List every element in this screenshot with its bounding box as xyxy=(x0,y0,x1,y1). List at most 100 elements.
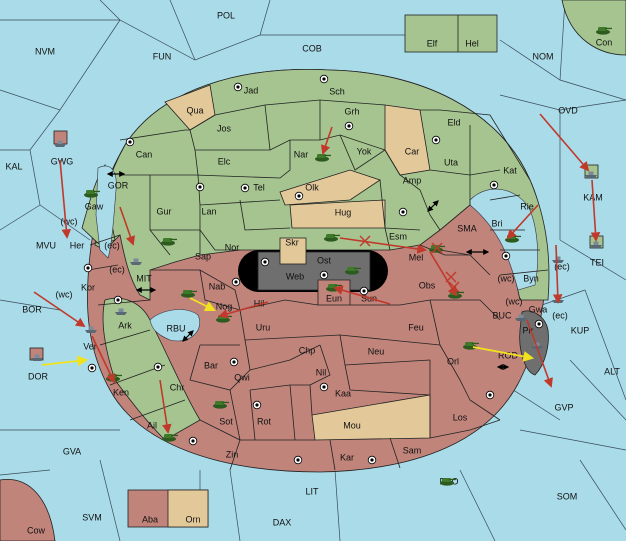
label-rot: Rot xyxy=(257,416,272,426)
tag-byn-ec: (ec) xyxy=(554,261,570,271)
label-ovd: OVD xyxy=(558,105,578,115)
label-kal: KAL xyxy=(5,161,22,171)
coast-tags: (wc) (ec) (ec) (wc) (wc) (ec) (wc) (ec) xyxy=(56,216,570,320)
region-elf-hel-box xyxy=(404,14,498,53)
label-nom: NOM xyxy=(533,51,554,61)
label-cob: COB xyxy=(302,43,322,53)
label-svm: SVM xyxy=(82,512,102,522)
red-arrow-icon xyxy=(91,335,116,384)
label-nog: Nog xyxy=(216,301,233,311)
label-hil: Hil xyxy=(254,298,265,308)
label-ail: Ail xyxy=(147,420,157,430)
label-lan: Lan xyxy=(201,206,216,216)
label-ver: Ver xyxy=(83,341,97,351)
label-sap: Sap xyxy=(195,251,211,261)
red-arrow-icon xyxy=(333,285,391,305)
tag-gwa-wc: (wc) xyxy=(506,296,523,306)
label-nil: Nil xyxy=(316,367,327,377)
region-olk[interactable] xyxy=(279,169,381,206)
label-tel: Tel xyxy=(253,182,265,192)
label-jad: Jad xyxy=(244,85,259,95)
tag-kor-ec: (ec) xyxy=(109,264,125,274)
label-cow: Cow xyxy=(27,525,46,535)
red-arrow-icon xyxy=(590,179,601,242)
label-uru: Uru xyxy=(256,322,271,332)
label-rbu: RBU xyxy=(166,323,185,333)
label-qwi: Qwi xyxy=(234,372,250,382)
supply-center-icon xyxy=(319,270,329,280)
label-ost: Ost xyxy=(317,255,332,265)
label-neu: Neu xyxy=(368,346,385,356)
supply-center-icon xyxy=(83,263,93,273)
label-gwg: GWG xyxy=(51,156,74,166)
supply-center-icon xyxy=(319,74,329,84)
label-sam: Sam xyxy=(403,445,422,455)
yellow-arrow-icon xyxy=(189,297,216,311)
label-kaa: Kaa xyxy=(335,388,351,398)
label-mou: Mou xyxy=(343,420,361,430)
sea-labels: POL NVM FUN COB NOM OVD KAL GOR MVU MIT … xyxy=(5,10,620,527)
region-orn[interactable] xyxy=(167,489,209,528)
tag-gwa-ec: (ec) xyxy=(552,310,568,320)
label-eld: Eld xyxy=(447,117,460,127)
red-arrow-icon xyxy=(59,159,72,239)
label-grh: Grh xyxy=(344,106,359,116)
label-tei: TEI xyxy=(590,257,604,267)
red-arrow-icon xyxy=(552,244,563,304)
label-zin: Zin xyxy=(226,449,239,459)
support-orders xyxy=(41,297,535,367)
label-gva: GVA xyxy=(63,446,81,456)
supply-center-icon xyxy=(153,362,163,372)
supply-center-icon xyxy=(188,436,198,446)
continent-green-sw xyxy=(102,297,201,441)
supply-center-icon xyxy=(489,180,499,190)
label-yok: Yok xyxy=(357,146,372,156)
tag-her-wc: (wc) xyxy=(61,216,78,226)
label-olk: Olk xyxy=(305,182,319,192)
label-feu: Feu xyxy=(408,322,424,332)
supply-center-icon xyxy=(294,191,304,201)
label-mvu: MVU xyxy=(36,240,56,250)
supply-center-icon xyxy=(367,455,377,465)
sea-connections xyxy=(106,171,510,370)
label-bri: Bri xyxy=(492,218,503,228)
red-arrow-icon xyxy=(320,126,333,155)
yellow-arrow-icon xyxy=(41,355,89,367)
supply-center-icon xyxy=(485,390,495,400)
label-mel: Mel xyxy=(409,252,424,262)
label-obs: Obs xyxy=(419,280,436,290)
failed-order-marks xyxy=(359,235,460,293)
supply-center-icon xyxy=(252,400,262,410)
red-arrow-icon xyxy=(506,204,539,240)
label-pol: POL xyxy=(217,10,235,20)
label-elc: Elc xyxy=(218,156,231,166)
label-rod: ROD xyxy=(498,350,519,360)
label-kor: Kor xyxy=(81,282,95,292)
label-web: Web xyxy=(286,271,304,281)
supply-center-icon xyxy=(534,319,544,329)
label-kup: KUP xyxy=(571,325,590,335)
region-car[interactable] xyxy=(384,104,431,176)
supply-center-icon xyxy=(344,121,354,131)
supply-center-icon xyxy=(359,286,369,296)
region-skr[interactable] xyxy=(279,237,307,265)
red-arrow-icon xyxy=(539,113,590,172)
supply-center-icon xyxy=(231,277,241,287)
label-orl: Orl xyxy=(447,356,459,366)
label-kat: Kat xyxy=(503,165,517,175)
supply-center-icon xyxy=(125,137,135,147)
tag-kor-wc: (wc) xyxy=(56,289,73,299)
label-gvp: GVP xyxy=(554,402,573,412)
label-dax: DAX xyxy=(273,517,292,527)
label-pir: Pir xyxy=(523,325,534,335)
red-arrow-icon xyxy=(429,251,457,297)
label-chr: Chr xyxy=(170,382,185,392)
label-nvm: NVM xyxy=(35,46,55,56)
label-bor: BOR xyxy=(22,304,42,314)
label-fun: FUN xyxy=(153,51,172,61)
label-buc: BUC xyxy=(492,310,512,320)
supply-center-icon xyxy=(260,257,270,267)
label-nor: Nor xyxy=(225,242,240,252)
label-mit: MIT xyxy=(136,273,152,283)
label-dor: DOR xyxy=(28,371,49,381)
